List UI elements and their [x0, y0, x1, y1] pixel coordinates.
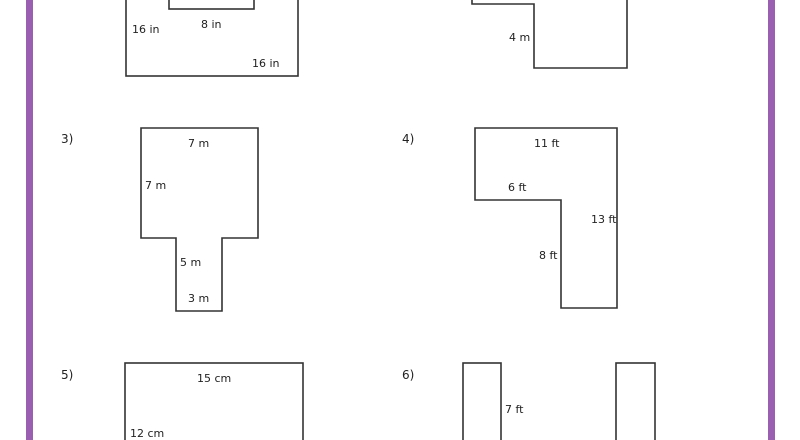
- problem-6-label-a: 7 ft: [505, 403, 524, 416]
- problem-1-label-c: 16 in: [252, 57, 280, 70]
- problem-6-right-post: [615, 362, 656, 440]
- problem-5-label-a: 15 cm: [197, 372, 231, 385]
- problem-5-number: 5): [61, 368, 73, 382]
- problem-4-label-b: 6 ft: [508, 181, 527, 194]
- problem-3-label-a: 7 m: [188, 137, 209, 150]
- problem-4-number: 4): [402, 132, 414, 146]
- problem-4-label-a: 11 ft: [534, 137, 560, 150]
- problem-3-label-c: 5 m: [180, 256, 201, 269]
- left-page-border: [26, 0, 33, 440]
- problem-1-cutout-rect: [168, 0, 255, 10]
- problem-1-label-b: 8 in: [201, 18, 222, 31]
- problem-5-figure: 5) 15 cm 12 cm: [61, 362, 304, 440]
- problem-3-figure: 3) 7 m 7 m 5 m 3 m: [61, 127, 259, 312]
- problem-2-label-a: 4 m: [509, 31, 530, 44]
- problem-6-number: 6): [402, 368, 414, 382]
- problem-4-shape: [474, 127, 618, 309]
- problem-6-figure: 6) 7 ft: [402, 362, 656, 440]
- problem-4-figure: 4) 11 ft 6 ft 13 ft 8 ft: [402, 127, 618, 309]
- problem-5-label-b: 12 cm: [130, 427, 164, 440]
- problem-4-label-c: 13 ft: [591, 213, 617, 226]
- problem-5-rect: [124, 362, 304, 440]
- problem-4-label-d: 8 ft: [539, 249, 558, 262]
- problem-1-label-a: 16 in: [132, 23, 160, 36]
- problem-2-figure: 4 m: [471, 0, 628, 69]
- problem-3-shape: [140, 127, 259, 312]
- problem-1-outer-rect: [125, 0, 299, 77]
- problem-6-left-post: [462, 362, 502, 440]
- problem-1-figure: 16 in 8 in 16 in: [125, 0, 299, 77]
- problem-3-label-b: 7 m: [145, 179, 166, 192]
- problem-2-shape: [471, 0, 628, 69]
- problem-3-number: 3): [61, 132, 73, 146]
- problem-3-label-d: 3 m: [188, 292, 209, 305]
- right-page-border: [768, 0, 775, 440]
